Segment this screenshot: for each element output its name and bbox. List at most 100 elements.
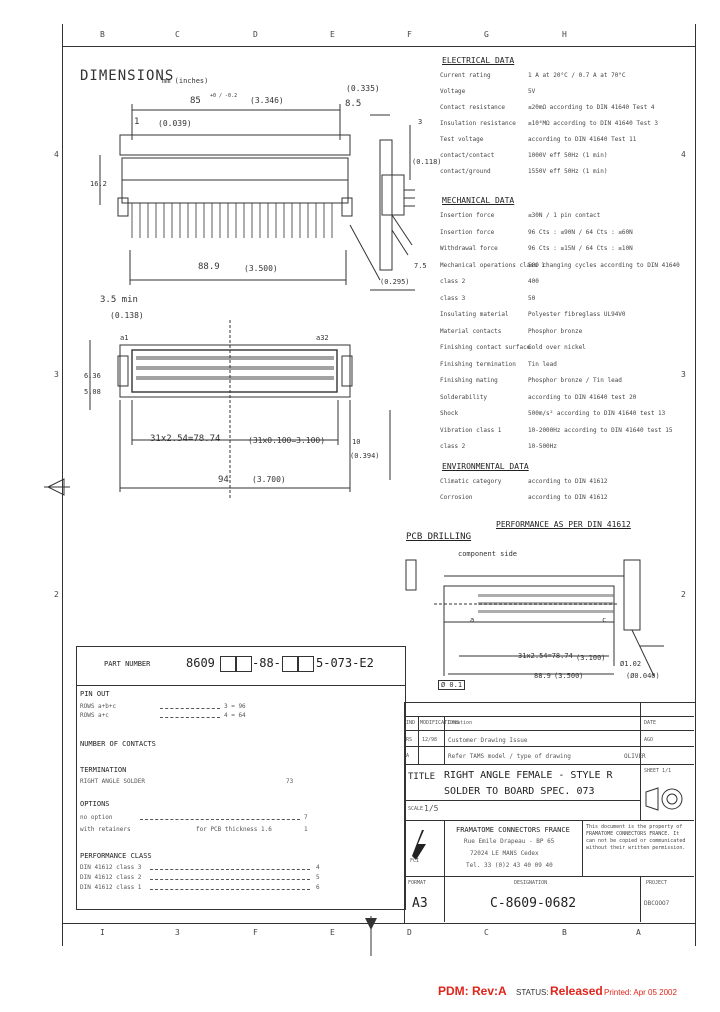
mechanical-value: 500m/s² according to DIN 41640 test 13 bbox=[528, 410, 666, 417]
border-letter: I bbox=[100, 928, 105, 937]
title-label: TITLE bbox=[408, 772, 436, 782]
dimensions-title: DIMENSIONS bbox=[80, 68, 175, 84]
tb-line bbox=[418, 716, 419, 764]
mechanical-key: Material contacts bbox=[440, 327, 502, 335]
leader-line bbox=[150, 879, 310, 880]
rev-b-by: OLIVER bbox=[624, 753, 646, 760]
electrical-row: contact/contact 1000V eff 50Hz (1 min) bbox=[440, 152, 607, 159]
pin-a1-label: a1 bbox=[120, 334, 129, 342]
termination-desc: RIGHT ANGLE SOLDER bbox=[80, 778, 146, 785]
rev-hdr-date: DATE bbox=[644, 720, 657, 726]
pcb-hole: Ø1.02 bbox=[620, 660, 642, 668]
mechanical-heading: MECHANICAL DATA bbox=[442, 196, 515, 205]
part-number-label: PART NUMBER bbox=[104, 660, 151, 668]
dim-right-v-in: (0.118) bbox=[412, 158, 442, 166]
pin-out-label: PIN OUT bbox=[80, 690, 110, 698]
option-2-code: 1 bbox=[304, 826, 308, 833]
tb-line bbox=[404, 716, 694, 717]
pcb-dim1-in: (3.100) bbox=[576, 654, 606, 662]
pcb-label-a: a bbox=[470, 616, 475, 624]
project: DBCOOO7 bbox=[644, 900, 670, 907]
options-label: OPTIONS bbox=[80, 800, 110, 808]
mechanical-key: Withdrawal force bbox=[440, 245, 498, 252]
connector-drawing bbox=[89, 104, 415, 500]
rows-ac: ROWS a+c bbox=[80, 712, 109, 719]
border-number: 4 bbox=[54, 150, 59, 159]
spacer bbox=[436, 46, 437, 516]
termination-code: 73 bbox=[286, 778, 294, 785]
mechanical-key: Mechanical operations class 1 bbox=[440, 261, 545, 269]
tb-line bbox=[444, 716, 445, 764]
rev-a-desc: Customer Drawing Issue bbox=[448, 737, 528, 744]
sheet: SHEET 1/1 bbox=[644, 768, 672, 774]
mechanical-value: 96 Cts : ≥15N / 64 Cts : ≥10N bbox=[528, 245, 633, 252]
option-2: with retainers bbox=[80, 826, 131, 833]
centering-arrow-bottom bbox=[365, 916, 377, 956]
dimensions-unit-note: mm (inches) bbox=[162, 77, 209, 85]
electrical-key: Voltage bbox=[440, 88, 466, 95]
electrical-value: 5V bbox=[528, 88, 536, 95]
mechanical-value: 500 changing cycles according to DIN 416… bbox=[528, 261, 680, 269]
scale: 1/5 bbox=[424, 804, 439, 813]
electrical-row: contact/ground 1550V eff 50Hz (1 min) bbox=[440, 168, 607, 175]
perf-class-2-code: 5 bbox=[316, 874, 320, 881]
scale-label: SCALE bbox=[408, 806, 424, 812]
dim-height: 16.2 bbox=[90, 180, 107, 188]
part-number-box[interactable] bbox=[236, 656, 252, 672]
mechanical-key: Insulating material bbox=[440, 311, 509, 318]
mechanical-key: Finishing contact surface bbox=[440, 344, 531, 351]
part-number-box[interactable] bbox=[298, 656, 314, 672]
border-number: 3 bbox=[681, 370, 686, 379]
electrical-key: Contact resistance bbox=[440, 104, 506, 111]
format-label: FORMAT bbox=[408, 880, 427, 886]
dim-vert: 10 bbox=[352, 438, 361, 446]
option-2-note: for PCB thickness 1.6 bbox=[196, 826, 272, 833]
leader-line bbox=[160, 717, 220, 718]
pcb-tol: Ø 0.1 bbox=[438, 680, 466, 690]
mechanical-row: Insertion force≤30N / 1 pin contact bbox=[440, 212, 600, 219]
electrical-value: 1000V eff 50Hz (1 min) bbox=[528, 152, 608, 159]
option-1: no option bbox=[80, 814, 113, 821]
rows-abc: ROWS a+b+c bbox=[80, 703, 117, 710]
dwg-label: DESIGNATION bbox=[514, 880, 548, 886]
electrical-value: 1550V eff 50Hz (1 min) bbox=[528, 168, 608, 175]
mechanical-key: Insertion force bbox=[440, 212, 495, 219]
electrical-heading: ELECTRICAL DATA bbox=[442, 56, 515, 65]
performance-banner: PERFORMANCE AS PER DIN 41612 bbox=[496, 520, 631, 529]
electrical-key: contact/contact bbox=[440, 152, 495, 159]
border-letter: F bbox=[253, 928, 258, 937]
tb-line bbox=[582, 820, 583, 876]
top-border-band bbox=[62, 24, 696, 46]
dim-top-tol: +0 / -0.2 bbox=[210, 93, 238, 99]
border-letter: B bbox=[100, 30, 105, 39]
electrical-value: ≥10⁶MΩ according to DIN 41640 Test 3 bbox=[528, 120, 659, 127]
dim-body-in: (3.700) bbox=[252, 475, 286, 484]
dim-right-v: 3 bbox=[418, 118, 423, 126]
tb-line bbox=[404, 764, 694, 765]
environmental-value: according to DIN 41612 bbox=[528, 478, 608, 485]
dim-left: 1 bbox=[134, 117, 140, 127]
perf-class-1: DIN 41612 class 3 bbox=[80, 864, 142, 871]
footer-pdm: PDM: Rev:A bbox=[438, 984, 507, 998]
code-96: 3 = 96 bbox=[224, 703, 246, 710]
dim-foot-in: (0.295) bbox=[380, 278, 410, 286]
mechanical-value: 400 bbox=[528, 278, 539, 285]
tb-line bbox=[404, 876, 694, 877]
electrical-key: contact/ground bbox=[440, 168, 491, 175]
property-note: This document is the property of FRAMATO… bbox=[586, 824, 686, 851]
part-number-seg-mid: -88- bbox=[252, 656, 281, 670]
part-number-box[interactable] bbox=[282, 656, 298, 672]
mechanical-key: class 2 bbox=[440, 443, 466, 450]
tb-line bbox=[404, 800, 640, 801]
dim-overall: 88.9 bbox=[198, 262, 220, 272]
part-number-box[interactable] bbox=[220, 656, 236, 672]
mechanical-key: Finishing mating bbox=[440, 377, 498, 384]
footer-status-label: STATUS: bbox=[516, 988, 549, 997]
mechanical-value: Gold over nickel bbox=[528, 344, 586, 351]
electrical-key: Current rating bbox=[440, 72, 491, 79]
